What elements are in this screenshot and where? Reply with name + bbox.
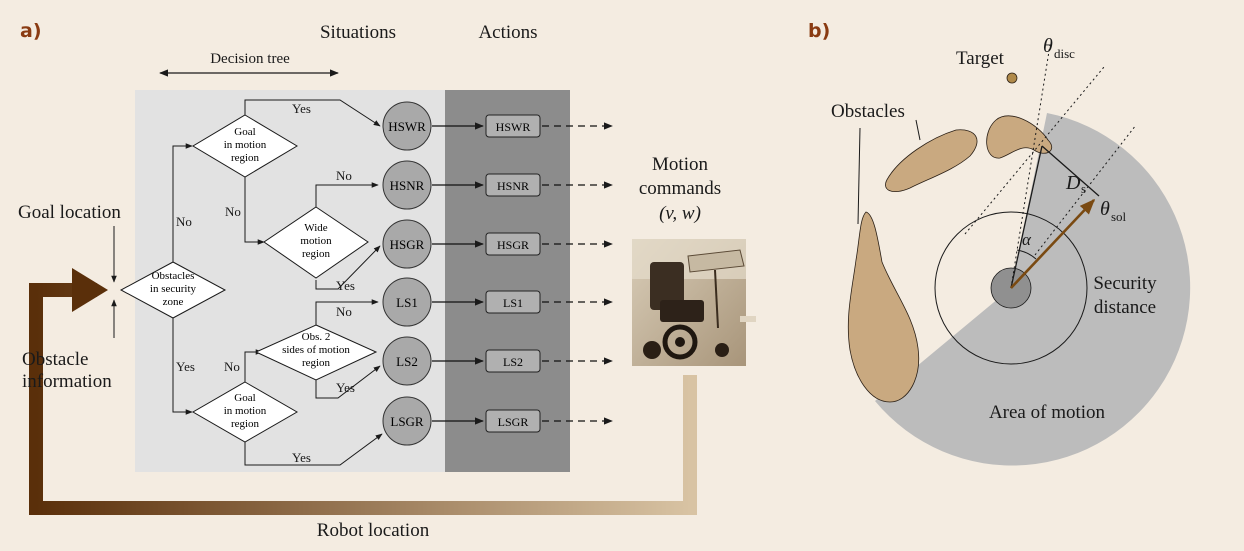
decision-goal-bottom-line2: in motion — [224, 405, 267, 417]
alpha-arc — [1016, 249, 1037, 260]
target-label: Target — [956, 48, 1005, 69]
input-obstacle-line2: information — [22, 371, 112, 392]
branch-no-wide: No — [336, 168, 352, 183]
action-hsnr: HSNR — [485, 173, 541, 197]
situation-hsgr: HSGR — [382, 219, 432, 269]
branch-no-goal-bottom: No — [224, 359, 240, 374]
decision-goal-top-line2: in motion — [224, 139, 267, 151]
header-actions: Actions — [478, 22, 537, 43]
decision-obs2: Obs. 2 sides of motion region — [254, 324, 378, 381]
ds-sub: s — [1081, 181, 1086, 196]
situation-hsgr-label: HSGR — [390, 237, 425, 252]
decision-root: Obstacles in security zone — [119, 261, 227, 319]
situation-lsgr-label: LSGR — [390, 414, 424, 429]
action-ls2-label: LS2 — [503, 355, 523, 369]
theta-sol-arrow — [1010, 198, 1096, 289]
decision-wide: Wide motion region — [263, 206, 369, 279]
action-lsgr-label: LSGR — [498, 415, 529, 429]
action-hsgr-label: HSGR — [497, 238, 529, 252]
decision-tree-label: Decision tree — [210, 51, 290, 67]
ds-segment — [1041, 145, 1100, 197]
target-marker — [1006, 72, 1018, 84]
branch-yes-goal-bottom: Yes — [292, 450, 311, 465]
theta-disc-label: θ — [1043, 35, 1053, 57]
disc-ray — [1010, 145, 1043, 289]
decision-obs2-line2: sides of motion — [282, 344, 350, 356]
action-hsgr: HSGR — [485, 232, 541, 256]
obstacle-3 — [847, 211, 920, 403]
situation-hswr: HSWR — [382, 101, 432, 151]
input-obstacle-line1: Obstacle — [22, 349, 88, 370]
header-situations: Situations — [320, 22, 396, 43]
decision-wide-line1: Wide — [304, 222, 327, 234]
alpha-label: α — [1022, 230, 1032, 249]
obstacles-label: Obstacles — [831, 101, 905, 122]
decision-root-line3: zone — [163, 296, 184, 308]
area-of-motion-label: Area of motion — [989, 402, 1106, 423]
security-distance-circle — [934, 211, 1088, 365]
feedback-label: Robot location — [317, 520, 430, 541]
decision-goal-bottom: Goal in motion region — [191, 381, 299, 443]
obstacle-1 — [986, 115, 1053, 159]
target-direction-guide — [1010, 44, 1051, 289]
action-lsgr: LSGR — [485, 409, 541, 433]
decision-goal-bottom-line3: region — [231, 418, 260, 430]
decision-wide-line2: motion — [300, 235, 332, 247]
action-ls2: LS2 — [485, 349, 541, 373]
situation-ls1: LS1 — [382, 277, 432, 327]
tree-connectors — [172, 99, 383, 466]
branch-no-goal-top: No — [225, 204, 241, 219]
situation-hswr-label: HSWR — [388, 119, 426, 134]
decision-root-line2: in security — [150, 283, 197, 295]
decision-obs2-line3: region — [302, 357, 331, 369]
action-hswr: HSWR — [485, 114, 541, 138]
branch-no-root: No — [176, 214, 192, 229]
branch-yes-wide: Yes — [336, 278, 355, 293]
ds-label: D — [1065, 172, 1081, 194]
situation-hsnr: HSNR — [382, 160, 432, 210]
decision-obs2-line1: Obs. 2 — [302, 331, 331, 343]
panel-b-tag: b) — [808, 20, 830, 42]
theta-disc-sub: disc — [1054, 46, 1075, 61]
theta-sol-sub: sol — [1111, 209, 1127, 224]
feedback-arrow-head — [72, 268, 108, 312]
action-hsnr-label: HSNR — [497, 179, 529, 193]
feedback-loop — [29, 283, 697, 515]
input-goal-location: Goal location — [18, 202, 121, 223]
situation-ls2-label: LS2 — [396, 354, 418, 369]
security-distance-line1: Security — [1093, 273, 1157, 294]
decision-goal-top: Goal in motion region — [192, 114, 298, 178]
decision-root-line1: Obstacles — [152, 270, 195, 282]
obstacles-leader-2 — [857, 127, 861, 225]
action-ls1: LS1 — [485, 290, 541, 314]
obstacles-leader-1 — [915, 119, 921, 141]
decision-goal-top-line3: region — [231, 152, 260, 164]
security-distance-line2: distance — [1094, 297, 1156, 318]
theta-sol-label: θ — [1100, 198, 1110, 220]
motion-commands-vars: (v, w) — [659, 203, 701, 224]
motion-commands-line2: commands — [639, 178, 721, 199]
decision-wide-line3: region — [302, 248, 331, 260]
panel-a-tag: a) — [20, 20, 42, 42]
branch-no-obs2: No — [336, 304, 352, 319]
actions-panel — [445, 90, 570, 472]
obstacle-2 — [885, 129, 978, 192]
situation-lsgr: LSGR — [382, 396, 432, 446]
decision-goal-bottom-line1: Goal — [234, 392, 255, 404]
theta-disc-guide — [964, 66, 1105, 235]
area-of-motion — [875, 113, 1191, 466]
decision-goal-top-line1: Goal — [234, 126, 255, 138]
branch-yes-goal-top: Yes — [292, 101, 311, 116]
situation-ls1-label: LS1 — [396, 295, 418, 310]
motion-commands-line1: Motion — [652, 154, 708, 175]
branch-yes-obs2: Yes — [336, 380, 355, 395]
situation-hsnr-label: HSNR — [390, 178, 425, 193]
wheelchair-photo — [632, 239, 756, 366]
situation-ls2: LS2 — [382, 336, 432, 386]
action-hswr-label: HSWR — [496, 120, 531, 134]
branch-yes-root: Yes — [176, 359, 195, 374]
action-ls1-label: LS1 — [503, 296, 523, 310]
